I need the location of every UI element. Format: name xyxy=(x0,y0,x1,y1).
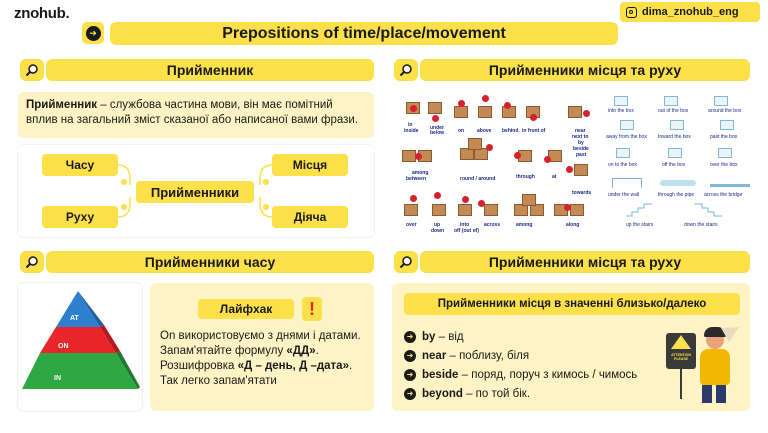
label-among-2: among xyxy=(516,222,533,228)
label-across: across xyxy=(484,222,501,228)
arrow-bullet-icon: ➜ xyxy=(404,349,416,362)
sketch-label: around the box xyxy=(708,108,742,114)
label-between: between xyxy=(406,176,427,182)
sketch-label: past the box xyxy=(710,134,738,140)
type-chip-time: Часу xyxy=(42,154,118,176)
label-towards: towards xyxy=(572,190,592,196)
list-item: ➜by – від xyxy=(404,327,637,346)
pyramid-graphic xyxy=(22,291,140,389)
type-chip-place: Місця xyxy=(272,154,348,176)
exclamation-icon: ! xyxy=(302,297,322,321)
section-banner-place-movement: Прийменники місця та руху xyxy=(420,59,750,81)
pyramid-label-at: AT xyxy=(70,315,79,322)
label-above: above xyxy=(477,128,492,134)
lifehack-card: Лайфхак ! On використовуємо з днями і да… xyxy=(150,283,374,411)
sketch-label: on to the box xyxy=(608,162,637,168)
handle-text: dima_znohub_eng xyxy=(642,6,739,18)
list-item: ➜near – поблизу, біля xyxy=(404,346,637,365)
label-down: down xyxy=(431,228,445,234)
arrow-bullet-icon: ➜ xyxy=(404,368,416,381)
magnifier-icon xyxy=(394,251,418,273)
label-off-out-of: off (out of) xyxy=(454,228,479,234)
label-under: under xyxy=(430,125,444,131)
label-on: on xyxy=(458,128,465,134)
sketch-label: away from the box xyxy=(606,134,647,140)
label-into: into xyxy=(460,222,470,228)
pyramid-card: AT ON IN xyxy=(18,283,142,411)
label-behind: behind xyxy=(502,128,519,134)
types-connectors xyxy=(117,164,273,218)
magnifier-icon xyxy=(20,59,44,81)
label-past: past xyxy=(576,152,587,158)
near-far-card: Прийменники місця в значенні близько/дал… xyxy=(392,283,750,411)
sketch-label: under the wall xyxy=(608,192,640,198)
sketch-label: up the stairs xyxy=(626,222,654,228)
lifehack-text: On використовуємо з днями і датами. Запа… xyxy=(160,330,361,387)
sketch-label: across the bridge xyxy=(704,192,743,198)
magnifier-icon xyxy=(20,251,44,273)
instagram-handle[interactable]: dima_znohub_eng xyxy=(620,2,760,22)
definition-text: – службова частина мови, він має помітни… xyxy=(26,99,359,126)
types-card: Часу Місця Руху Діяча Прийменники xyxy=(18,145,374,237)
list-item: ➜beyond – по той бік. xyxy=(404,384,637,403)
label-at: at xyxy=(552,174,557,180)
label-next-to: next to xyxy=(572,134,589,140)
list-item: ➜beside – поряд, поруч з кимось / чимось xyxy=(404,365,637,384)
preposition-list: ➜by – від ➜near – поблизу, біля ➜beside … xyxy=(404,327,637,403)
section-banner-pryimennyk: Прийменник xyxy=(46,59,374,81)
label-inside: inside xyxy=(404,128,419,134)
sketch-label: into the box xyxy=(608,108,634,114)
label-near: near xyxy=(575,128,586,134)
label-through: through xyxy=(516,174,535,180)
center-chip-pryimennyky: Прийменники xyxy=(136,181,254,203)
label-up: up xyxy=(434,222,441,228)
section-banner-time: Прийменники часу xyxy=(46,251,374,273)
arrow-right-icon: ➜ xyxy=(85,25,101,41)
label-over: over xyxy=(406,222,417,228)
lifehack-title: Лайфхак xyxy=(198,299,294,319)
megaphone-icon xyxy=(721,320,743,342)
label-in: in xyxy=(408,122,413,128)
sketch-label: over the box xyxy=(710,162,738,168)
arrow-bullet-icon: ➜ xyxy=(404,330,416,343)
label-beside: beside xyxy=(573,146,589,152)
near-far-subtitle: Прийменники місця в значенні близько/дал… xyxy=(404,293,740,315)
sign-text: ATTENTION PLEASE xyxy=(671,353,691,361)
sketch-label: off the box xyxy=(662,162,686,168)
type-chip-movement: Руху xyxy=(42,206,118,228)
boxes-illustration: in inside under below on above behind in… xyxy=(398,92,598,237)
sketch-label: toward the box xyxy=(658,134,691,140)
definition-card: Прийменник – службова частина мови, він … xyxy=(18,92,374,138)
label-among: among xyxy=(412,170,429,176)
type-chip-agent: Діяча xyxy=(272,206,348,228)
pyramid-label-in: IN xyxy=(54,375,61,382)
arrow-bullet-icon: ➜ xyxy=(404,387,416,400)
label-below: below xyxy=(430,130,445,136)
sketches-illustration: into the box out of the box around the b… xyxy=(606,92,754,237)
label-by: by xyxy=(578,140,584,146)
label-along: along xyxy=(566,222,580,228)
section-banner-place-movement-2: Прийменники місця та руху xyxy=(420,251,750,273)
sketch-label: down the stairs xyxy=(684,222,718,228)
pyramid-label-on: ON xyxy=(58,343,69,350)
label-in-front-of: in front of xyxy=(522,128,546,134)
instagram-icon xyxy=(626,6,637,18)
brand-logo[interactable]: znohub. xyxy=(14,5,70,22)
definition-term: Прийменник xyxy=(26,99,98,111)
sketch-label: through the pipe xyxy=(658,192,695,198)
attention-illustration: ATTENTION PLEASE xyxy=(662,320,746,407)
page-title: Prepositions of time/place/movement xyxy=(110,22,618,45)
next-arrow-button[interactable]: ➜ xyxy=(82,22,104,44)
magnifier-icon xyxy=(394,59,418,81)
sketch-label: out of the box xyxy=(658,108,689,114)
label-round-around: round / around xyxy=(460,176,496,182)
